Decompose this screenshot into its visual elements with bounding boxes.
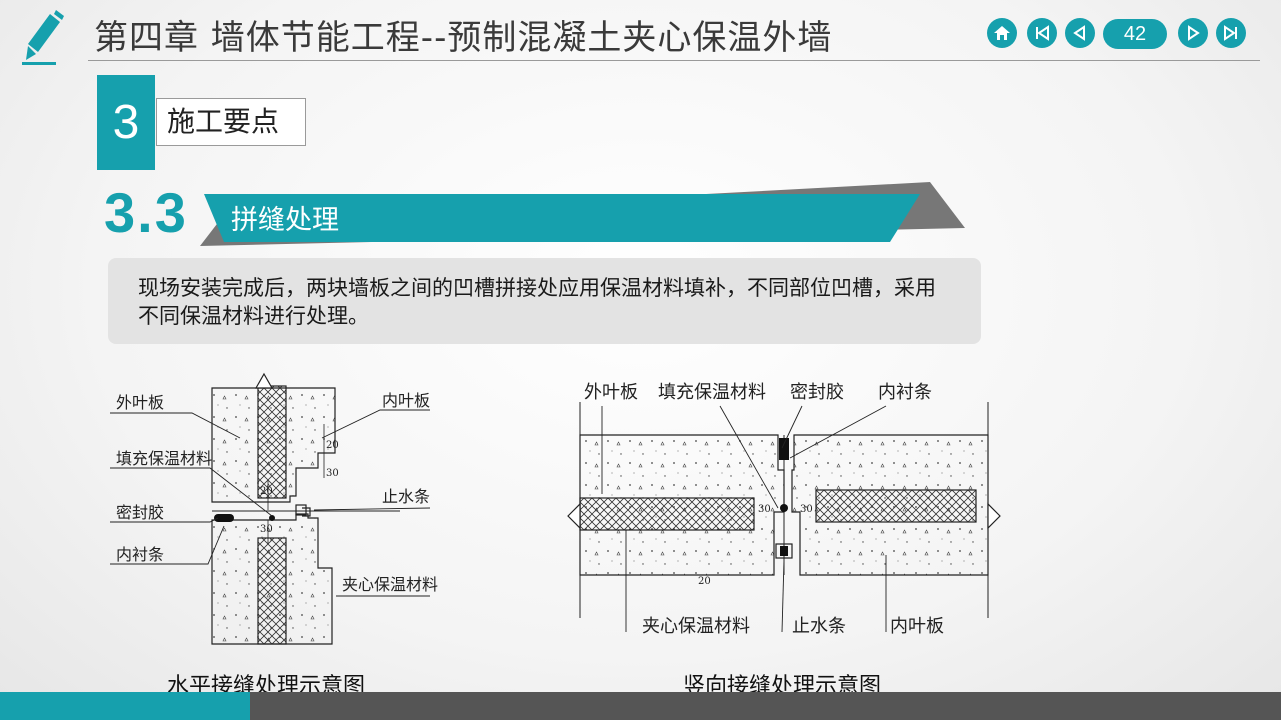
navigation-bar: 42	[0, 18, 1281, 52]
last-page-icon[interactable]	[1216, 18, 1246, 48]
subsection-number: 3.3	[104, 181, 188, 244]
first-page-icon[interactable]	[1027, 18, 1057, 48]
label-water-stop: 止水条	[382, 487, 430, 506]
label-liner-strip: 内衬条	[878, 382, 932, 403]
section-number: 3	[97, 75, 155, 170]
dim-label: 30	[326, 468, 339, 479]
label-fill-insulation: 填充保温材料	[658, 382, 766, 403]
label-outer-panel: 外叶板	[584, 382, 638, 403]
next-page-icon[interactable]	[1178, 18, 1208, 48]
prev-page-icon[interactable]	[1065, 18, 1095, 48]
dim-label: 30	[800, 504, 813, 515]
pen-icon	[22, 10, 64, 65]
vertical-joint-diagram: 30 30 20 外叶板 填充保温材料 密封胶 内衬条 夹心保温材料 止水条 内…	[567, 382, 1001, 637]
subsection-ribbon	[200, 182, 965, 246]
label-fill-insulation: 填充保温材料	[116, 449, 212, 468]
home-icon[interactable]	[987, 18, 1017, 48]
label-water-stop: 止水条	[792, 616, 846, 637]
dim-label: 20	[698, 576, 711, 587]
description-box: 现场安装完成后，两块墙板之间的凹槽拼接处应用保温材料填补，不同部位凹槽，采用不同…	[108, 258, 981, 344]
label-sealant: 密封胶	[790, 382, 844, 403]
horizontal-joint-diagram: 20 30 20 30 外叶板 内叶板 填充保温材料 止水条 密封胶 内衬条 夹…	[110, 372, 438, 645]
label-inner-panel: 内叶板	[890, 616, 944, 637]
footer-accent-bar	[0, 692, 250, 720]
label-sealant: 密封胶	[116, 503, 164, 522]
label-inner-panel: 内叶板	[382, 391, 430, 410]
description-text: 现场安装完成后，两块墙板之间的凹槽拼接处应用保温材料填补，不同部位凹槽，采用不同…	[138, 276, 936, 328]
footer-bar	[250, 692, 1281, 720]
header-divider	[88, 60, 1260, 61]
label-outer-panel: 外叶板	[116, 393, 164, 412]
dim-label: 30	[758, 504, 771, 515]
dim-label: 20	[260, 486, 273, 497]
label-sandwich-insulation: 夹心保温材料	[342, 575, 438, 594]
section-title: 施工要点	[156, 98, 306, 146]
label-sandwich-insulation: 夹心保温材料	[642, 616, 750, 637]
subsection-title: 拼缝处理	[231, 205, 339, 236]
page-number: 42	[1103, 19, 1167, 49]
page-title: 第四章 墙体节能工程--预制混凝土夹心保温外墙	[94, 18, 833, 58]
label-liner-strip: 内衬条	[116, 545, 164, 564]
dim-label: 30	[260, 524, 273, 535]
dim-label: 20	[326, 440, 339, 451]
